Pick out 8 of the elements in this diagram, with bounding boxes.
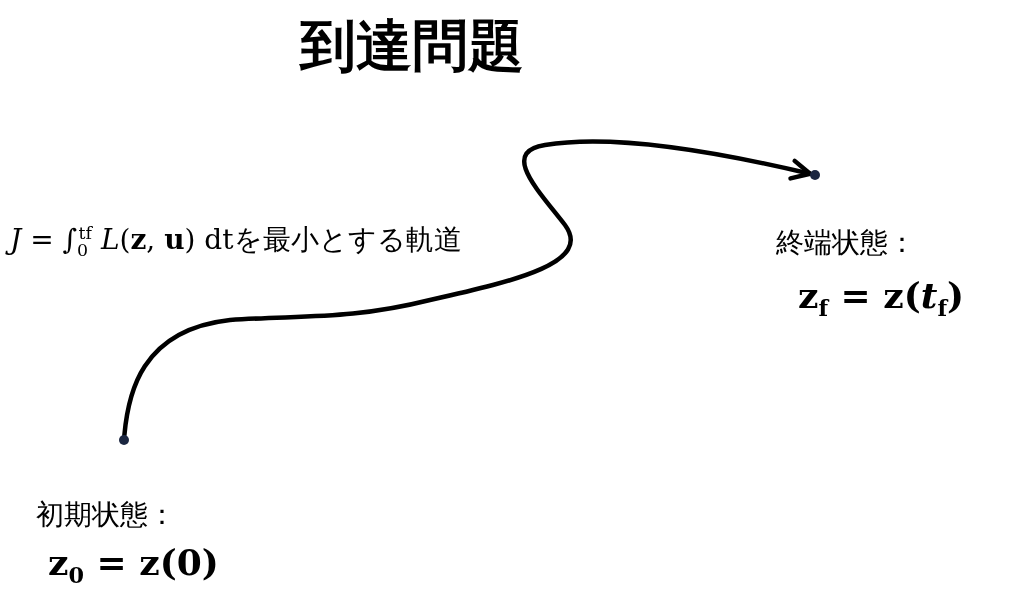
state-label: 終端状態： — [776, 228, 916, 259]
state-equation: z$_{0}$ = z(0) — [48, 543, 219, 588]
trajectory-arrow — [122, 139, 813, 438]
dot-icon — [810, 170, 820, 180]
state-label: 初期状態： — [36, 500, 176, 531]
dot-icon — [119, 435, 129, 445]
state-equation: z$_{f}$ = z(t$_{f}$) — [798, 276, 965, 321]
diagram-title: 到達問題 — [300, 18, 524, 74]
